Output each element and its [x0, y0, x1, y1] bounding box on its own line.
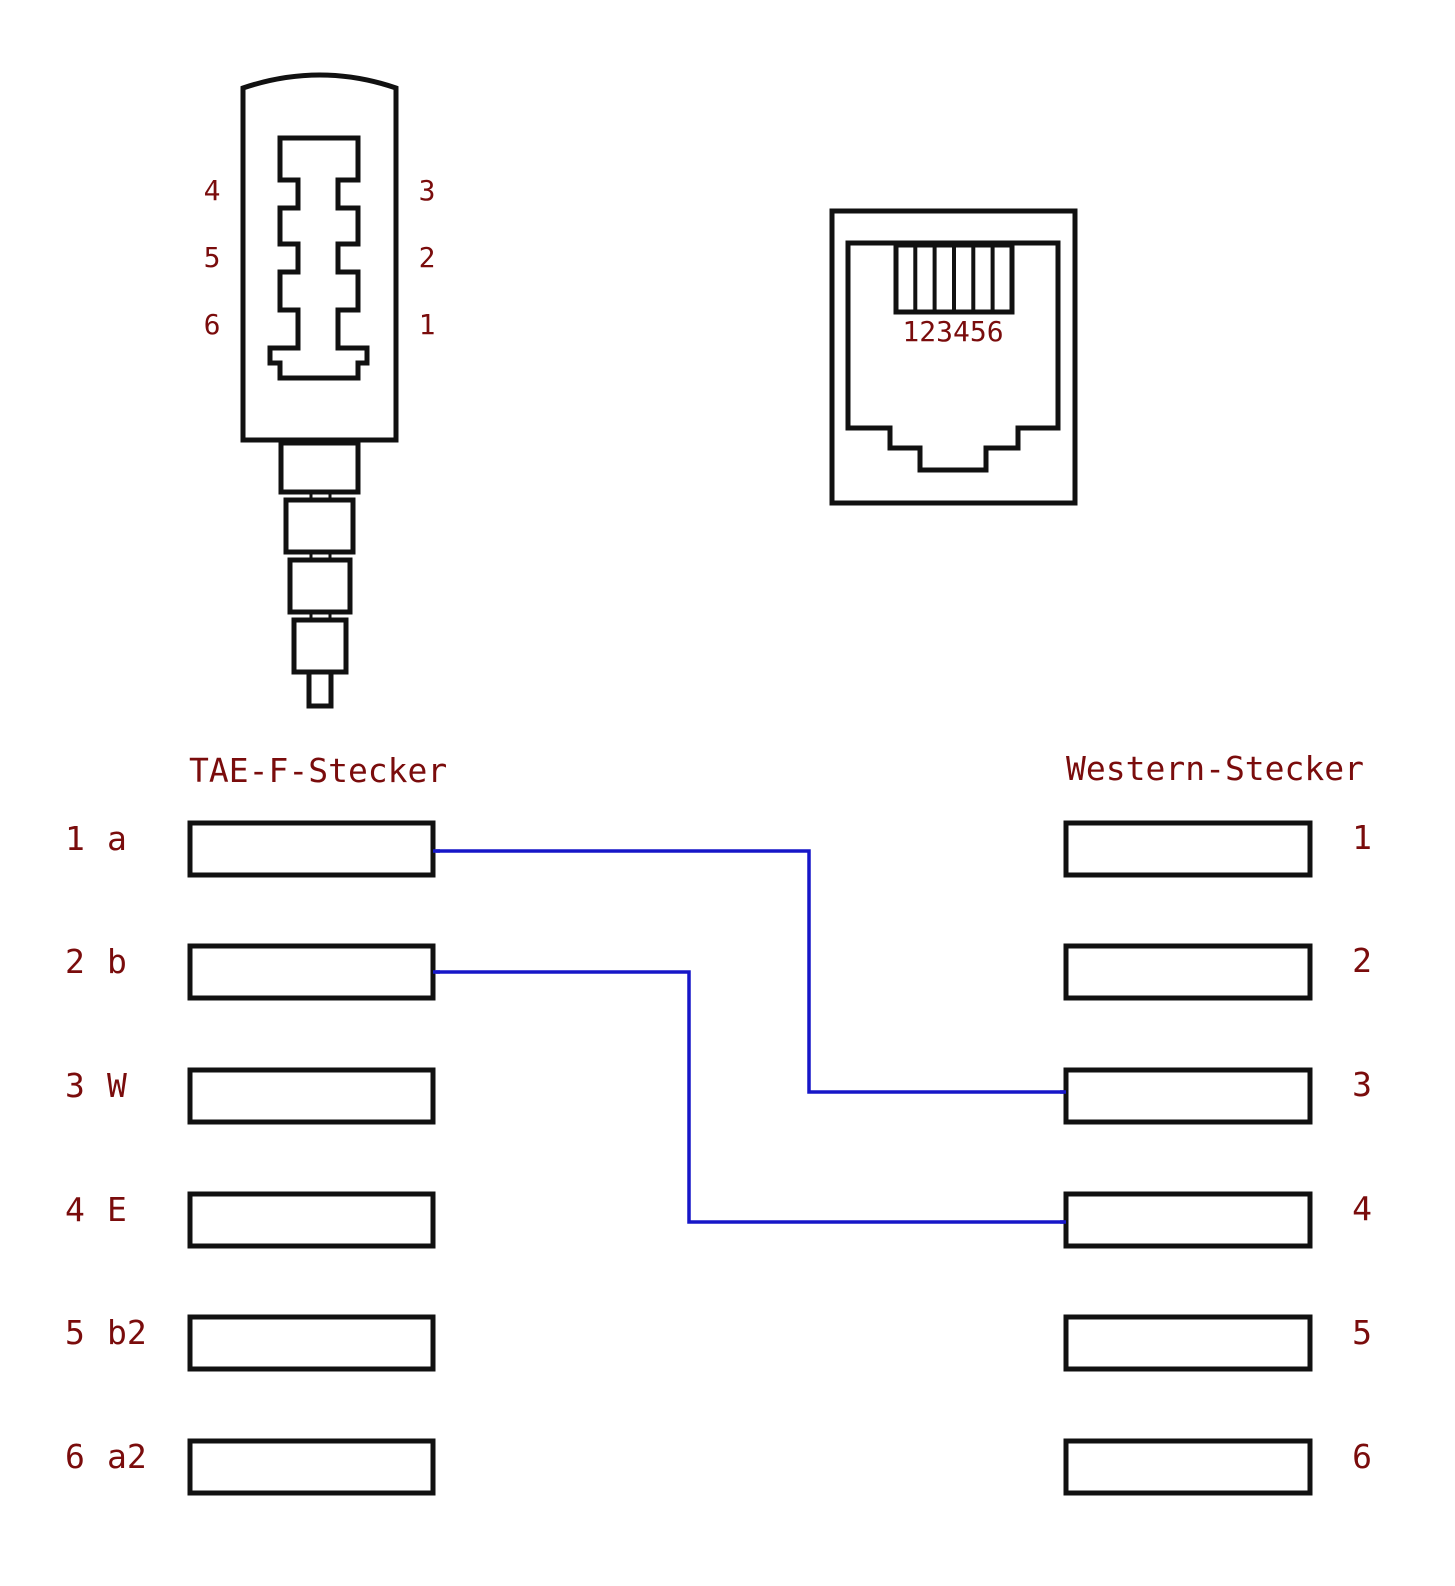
tae-front-pin-label: 3 [419, 174, 436, 207]
tae-pin-row: 6 a2 [65, 1437, 436, 1496]
western-pin-number: 4 [1352, 1189, 1372, 1228]
western-pin-terminal [1063, 1438, 1313, 1496]
western-pin-list: 1 2 3 4 5 6 [1063, 818, 1372, 1496]
tae-plug-strain-relief-1 [283, 497, 356, 555]
tae-front-pin-label: 6 [204, 308, 221, 341]
western-jack-opening [845, 240, 1061, 473]
western-pin-number: 3 [1352, 1065, 1372, 1104]
tae-pin-row: 3 W [65, 1066, 436, 1125]
tae-front-pin-label: 1 [419, 308, 436, 341]
tae-front-pin-label: 4 [204, 174, 221, 207]
wire-tae1-to-western3 [436, 849, 1066, 1094]
western-pin-terminal [1063, 820, 1313, 878]
tae-pin-row: 2 b [65, 942, 436, 1001]
western-pin-row: 3 [1063, 1065, 1372, 1125]
tae-pin-terminal [187, 1314, 436, 1372]
western-pin-terminal [1063, 943, 1313, 1001]
tae-pin-row: 4 E [65, 1190, 436, 1249]
tae-front-pin-label: 5 [204, 241, 221, 274]
tae-pin-number: 6 [65, 1437, 85, 1476]
tae-pin-name: a [107, 819, 127, 858]
tae-pin-number: 3 [65, 1066, 85, 1105]
tae-pin-list: 1 a 2 b 3 W 4 E 5 b2 6 a2 [65, 819, 436, 1496]
western-jack-contacts [893, 242, 1015, 315]
tae-pin-terminal [187, 1191, 436, 1249]
western-pin-number: 5 [1352, 1313, 1372, 1352]
tae-pin-terminal [187, 1067, 436, 1125]
western-contact-numbers: 123456 [902, 315, 1003, 348]
western-plug-illustration: 123456 [829, 208, 1078, 506]
tae-pin-terminal [187, 820, 436, 878]
tae-pin-row: 1 a [65, 819, 436, 878]
western-pin-terminal [1063, 1314, 1313, 1372]
tae-section-title: TAE-F-Stecker [189, 751, 447, 790]
tae-plug-cable [306, 669, 334, 709]
tae-plug-illustration: 4 5 6 3 2 1 [204, 72, 436, 709]
western-pin-row: 4 [1063, 1189, 1372, 1249]
tae-pin-name: b2 [107, 1313, 147, 1352]
tae-front-pin-label: 2 [419, 241, 436, 274]
wire-terminal-joins [433, 849, 1066, 1224]
tae-pin-number: 5 [65, 1313, 85, 1352]
tae-plug-contact-slot [267, 135, 370, 381]
tae-pin-terminal [187, 943, 436, 1001]
tae-pin-number: 4 [65, 1190, 85, 1229]
tae-pin-number: 1 [65, 819, 85, 858]
western-pin-number: 1 [1352, 818, 1372, 857]
western-pin-row: 2 [1063, 941, 1372, 1001]
wires [436, 849, 1066, 1224]
wire-tae2-to-western4 [436, 970, 1066, 1224]
tae-pin-terminal [187, 1438, 436, 1496]
western-pin-row: 6 [1063, 1437, 1372, 1496]
tae-plug-strain-relief-3 [291, 617, 349, 675]
tae-pin-name: W [107, 1066, 127, 1105]
tae-pin-row: 5 b2 [65, 1313, 436, 1372]
western-pin-row: 1 [1063, 818, 1372, 878]
western-pin-row: 5 [1063, 1313, 1372, 1372]
western-pin-number: 6 [1352, 1437, 1372, 1476]
tae-pin-name: E [107, 1190, 127, 1229]
tae-plug-body [240, 72, 399, 443]
western-pin-terminal [1063, 1067, 1313, 1125]
western-section-title: Western-Stecker [1066, 749, 1364, 788]
tae-plug-neck [278, 440, 361, 495]
tae-pin-name: a2 [107, 1437, 147, 1476]
tae-pin-name: b [107, 942, 127, 981]
tae-plug-strain-relief-2 [287, 557, 353, 615]
western-jack-frame [829, 208, 1078, 506]
western-pin-terminal [1063, 1191, 1313, 1249]
western-pin-number: 2 [1352, 941, 1372, 980]
tae-pin-number: 2 [65, 942, 85, 981]
